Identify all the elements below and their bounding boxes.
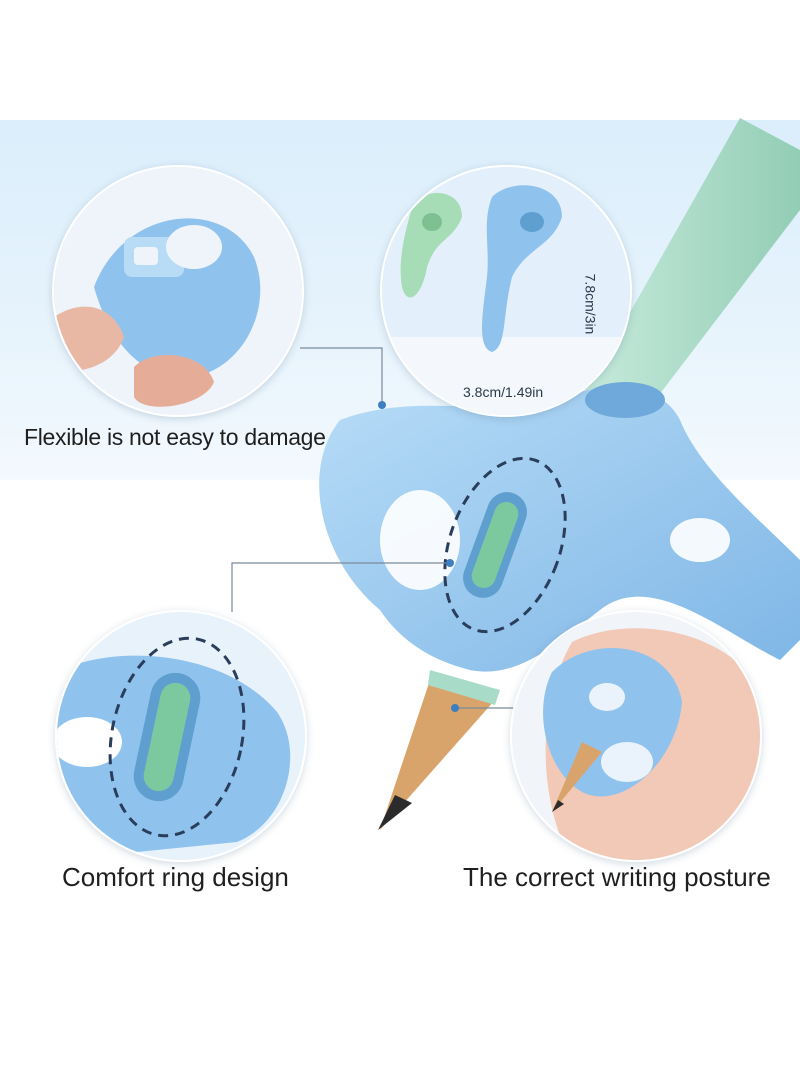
caption-flexible: Flexible is not easy to damage <box>24 424 326 450</box>
pencil-tip <box>380 680 495 830</box>
dashed-highlight <box>443 456 567 634</box>
grip-pencil-hole <box>585 382 665 418</box>
pencil-body <box>585 118 800 420</box>
callout-dot <box>378 401 386 409</box>
grip-side-hole <box>670 518 730 562</box>
posture-detail-circle <box>510 610 762 862</box>
grip-finger-hole <box>380 490 460 590</box>
caption-comfort-ring: Comfort ring design <box>62 862 289 892</box>
flexible-detail-circle <box>52 165 304 417</box>
pencil-lead <box>378 795 412 830</box>
height-dimension: 7.8cm/3in <box>582 273 599 335</box>
size-detail-circle <box>380 165 632 417</box>
caption-writing-posture: The correct writing posture <box>463 862 771 892</box>
grip-body <box>319 386 800 672</box>
comfort-ring-detail-circle <box>55 610 307 862</box>
width-dimension: 3.8cm/1.49in <box>463 384 544 400</box>
